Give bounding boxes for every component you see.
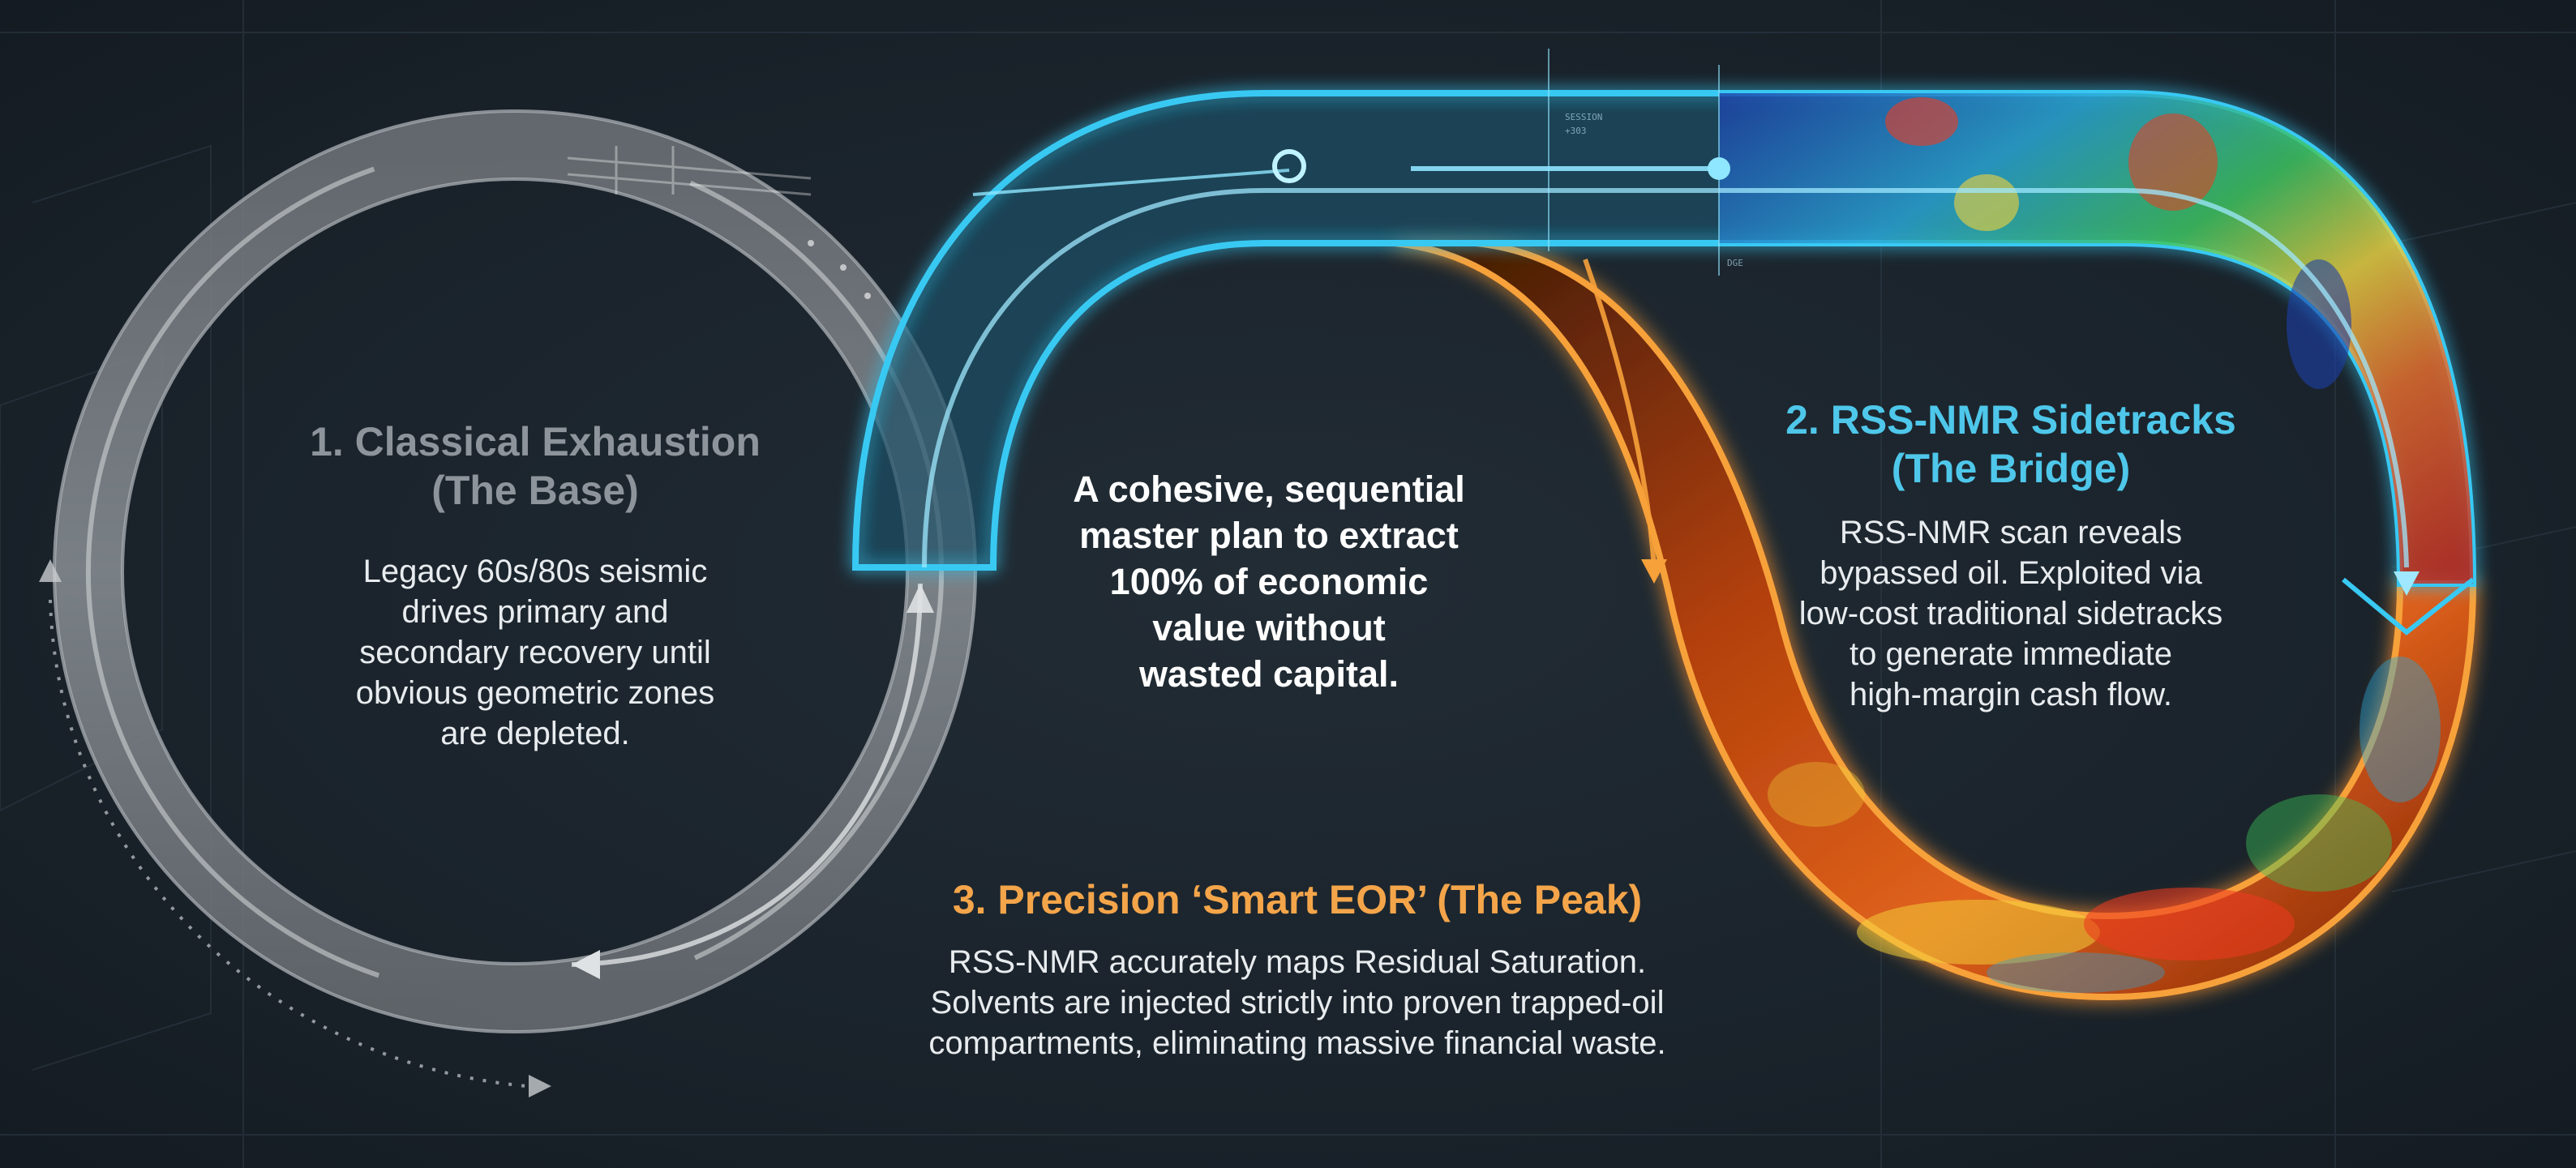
stage-2-body: RSS-NMR scan reveals bypassed oil. Explo…	[1727, 512, 2295, 715]
tech-label: +303	[1565, 126, 1587, 136]
stage-2-title: 2. RSS-NMR Sidetracks (The Bridge)	[1727, 396, 2295, 493]
saturation-heatmap-bottom	[1768, 657, 2441, 993]
down-arrow-icon	[1641, 559, 1667, 584]
stage-1-title-line2: (The Base)	[431, 468, 639, 513]
body-line: RSS-NMR scan reveals	[1839, 515, 2183, 550]
stage-1-title-line1: 1. Classical Exhaustion	[310, 419, 761, 464]
center-line: 100% of economic	[1109, 561, 1429, 602]
body-line: are depleted.	[440, 716, 630, 751]
stage-2-title-line1: 2. RSS-NMR Sidetracks	[1785, 397, 2236, 443]
sensor-node-icon	[1272, 149, 1306, 183]
orange-inner-arrow	[1583, 259, 1657, 568]
body-line: high-margin cash flow.	[1849, 677, 2172, 712]
stage-1-body: Legacy 60s/80s seismic drives primary an…	[292, 551, 778, 754]
center-line: A cohesive, sequential	[1073, 468, 1465, 510]
body-line: Solvents are injected strictly into prov…	[930, 985, 1665, 1020]
center-line: value without	[1152, 607, 1386, 648]
cyan-inner-arrow	[922, 188, 2409, 568]
body-line: low-cost traditional sidetracks	[1798, 596, 2223, 631]
sensor-node-icon	[1708, 157, 1730, 180]
body-line: RSS-NMR accurately maps Residual Saturat…	[948, 944, 1647, 980]
stage-3-body: RSS-NMR accurately maps Residual Saturat…	[770, 942, 1824, 1063]
stage-2-title-line2: (The Bridge)	[1891, 446, 2131, 491]
tech-label: SESSION	[1565, 112, 1603, 122]
tech-label: DGE	[1727, 258, 1743, 268]
right-arrow-icon	[529, 1075, 551, 1097]
smart-eor-band	[1394, 240, 2477, 1001]
body-line: drives primary and	[401, 594, 669, 630]
body-line: to generate immediate	[1849, 636, 2172, 672]
body-line: compartments, eliminating massive financ…	[928, 1025, 1666, 1061]
center-line: master plan to extract	[1079, 515, 1459, 556]
stage-3-title: 3. Precision ‘Smart EOR’ (The Peak)	[952, 877, 1643, 922]
center-line: wasted capital.	[1138, 653, 1399, 695]
chevron-down-icon	[2342, 577, 2475, 635]
classical-inner-arrow	[571, 583, 923, 967]
orbit-dotted-arc	[49, 599, 528, 1088]
left-arrow-icon	[572, 950, 600, 979]
saturation-heatmap-top	[1719, 93, 2473, 584]
down-arrow-icon	[2394, 571, 2420, 596]
body-line: bypassed oil. Exploited via	[1819, 555, 2202, 591]
up-arrow-icon	[39, 559, 62, 582]
stage-1-title: 1. Classical Exhaustion (The Base)	[272, 417, 799, 515]
center-summary: A cohesive, sequential master plan to ex…	[1026, 466, 1512, 697]
body-line: Legacy 60s/80s seismic	[362, 554, 708, 589]
up-arrow-icon	[907, 584, 934, 613]
body-line: secondary recovery until	[359, 635, 711, 670]
body-line: obvious geometric zones	[355, 675, 715, 711]
sensor-lines	[972, 49, 1720, 276]
